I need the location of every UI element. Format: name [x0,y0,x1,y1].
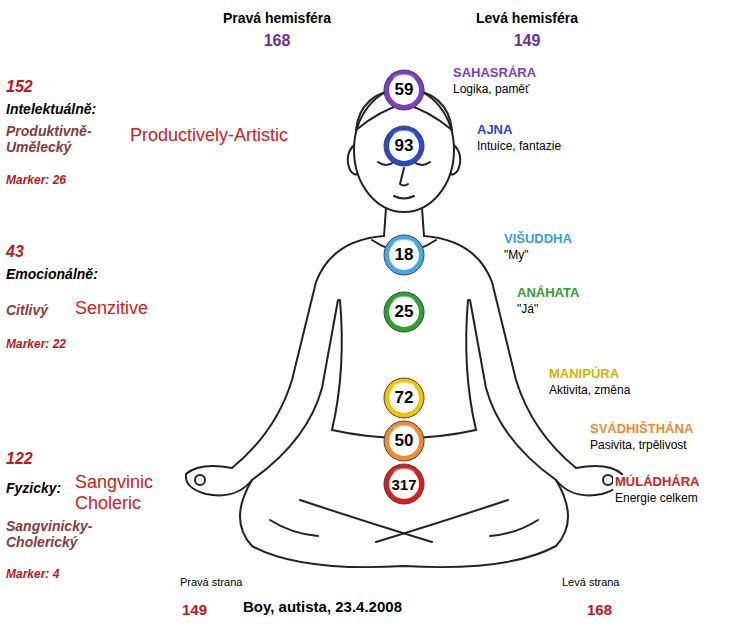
chakra-ring-fill [384,126,424,166]
type-translation: Senzitive [73,298,150,319]
torso-outline [466,300,476,430]
leg-fold [376,500,508,542]
arm-outline [424,236,576,468]
chakra-ring-fill [384,378,424,418]
chakra-description: Intuice, fantazie [475,140,563,154]
side-value: 149 [180,601,209,618]
side-title: Levá strana [560,576,621,589]
chakra-name: MANIPÚRA [547,367,621,382]
chakra-circle: 317 [383,463,425,505]
type-name: Sangvinicky-Cholerický [4,518,126,550]
side-title: Pravá strana [178,576,244,589]
score-value: 122 [4,450,35,468]
mudra-fingers [195,475,205,485]
chakra-ring-fill [384,421,424,461]
chakra-value: 317 [383,463,425,505]
hand [186,466,252,495]
foot [490,520,538,536]
closed-eye [414,162,430,165]
type-translation: Productively-Artistic [128,125,290,146]
category-title: Fyzicky: [4,480,63,496]
arm-outline [470,300,556,480]
chakra-ring-fill [384,70,424,110]
foot [270,520,318,536]
mudra-fingers [603,475,613,485]
ear [348,145,358,175]
hemisphere-value: 168 [262,32,293,50]
hemisphere-value: 149 [512,32,543,50]
type-name: Citlivý [4,302,50,318]
chakra-name: ANÁHATA [515,286,581,301]
score-value: 43 [4,243,26,261]
nose [400,168,408,186]
chakra-circle: 93 [383,125,425,167]
closed-eye [378,162,394,165]
torso-outline [332,300,342,430]
marker-value: Marker: 22 [4,338,68,352]
chakra-description: Pasivita, trpělivost [588,439,689,453]
arm-outline [252,300,338,480]
chakra-name: VIŠUDDHA [502,232,574,247]
marker-value: Marker: 26 [4,174,68,188]
hemisphere-title: Levá hemisféra [474,10,580,26]
type-name: Produktivně-Umělecký [4,123,126,155]
chakra-value: 59 [383,69,425,111]
ear [450,145,460,175]
chakra-description: "My" [502,249,531,263]
chakra-circle: 72 [383,377,425,419]
chakra-circle: 18 [383,234,425,276]
chakra-description: Logika, paměť [451,83,532,97]
chakra-description: Energie celkem [613,492,700,506]
neck [384,208,386,236]
leg-fold [300,500,432,542]
chakra-circle: 50 [383,420,425,462]
chakra-value: 72 [383,377,425,419]
chakra-description: Aktivita, změna [547,384,632,398]
chakra-circle: 59 [383,69,425,111]
chakra-value: 50 [383,420,425,462]
chakra-ring-fill [384,235,424,275]
chakra-name: SVÁDHIŠTHÁNA [588,422,695,437]
chakra-name: AJNA [475,123,514,138]
score-value: 152 [4,78,35,96]
chakra-value: 18 [383,234,425,276]
chakra-name: MÚLÁDHÁRA [613,475,702,490]
mouth [394,196,414,199]
type-translation: Sangvinic Choleric [73,472,182,513]
chakra-name: SAHASRÁRA [451,66,538,81]
marker-value: Marker: 4 [4,568,61,582]
arm-outline [232,236,384,468]
chakra-value: 25 [383,291,425,333]
chakra-circle: 25 [383,291,425,333]
chakra-value: 93 [383,125,425,167]
neck [422,208,424,236]
category-title: Emocionálně: [4,266,100,282]
side-value: 168 [585,601,614,618]
hemisphere-title: Pravá hemisféra [221,10,333,26]
chakra-ring-fill [384,292,424,332]
chakra-ring-fill [384,464,424,504]
chakra-description: "Já" [515,303,540,317]
subject-caption: Boy, autista, 23.4.2008 [241,598,404,615]
category-title: Intelektuálně: [4,101,98,117]
